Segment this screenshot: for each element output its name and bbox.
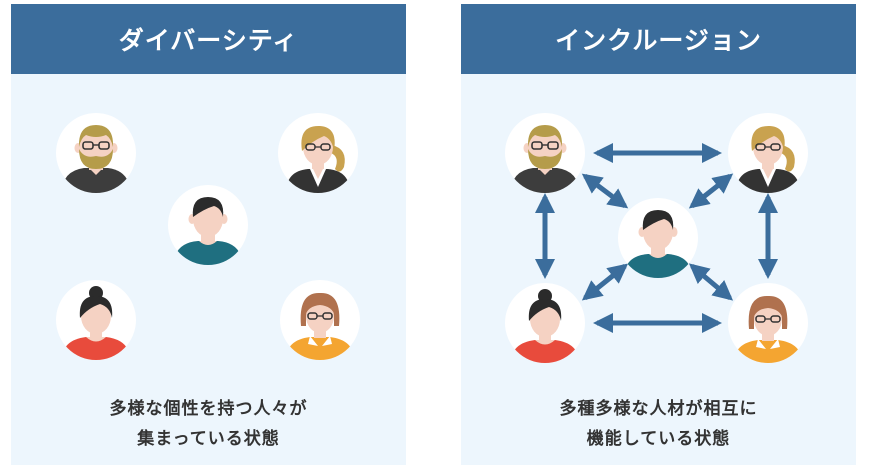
diversity-title: ダイバーシティ [11, 4, 406, 74]
arrow-diag-bottom-left [581, 263, 629, 301]
inclusion-person-center-man-avatar [618, 198, 698, 278]
diversity-caption-line1: 多様な個性を持つ人々が [109, 399, 308, 419]
diversity-person-ponytail-woman-avatar [278, 113, 358, 193]
arrow-diag-top-right [688, 173, 734, 209]
inclusion-person-bearded-man-avatar [505, 113, 585, 193]
inclusion-person-short-hair-woman-avatar [728, 283, 808, 363]
inclusion-arrows [535, 143, 778, 333]
diversity-person-short-hair-woman-avatar [280, 280, 360, 360]
inclusion-caption-line1: 多種多様な人材が相互に [559, 399, 758, 419]
inclusion-person-bun-woman-avatar [505, 283, 585, 363]
diversity-caption-line2: 集まっている状態 [137, 429, 280, 449]
inclusion-title: インクルージョン [461, 4, 856, 74]
arrow-diag-bottom-right [688, 263, 734, 301]
diversity-panel: ダイバーシティ 多様な個性を持つ人々が 集まっている状態 [11, 4, 406, 465]
diversity-person-bearded-man-avatar [56, 113, 136, 193]
inclusion-caption-line2: 機能している状態 [586, 429, 731, 449]
inclusion-person-ponytail-woman-avatar [728, 113, 808, 193]
arrow-diag-top-left [581, 173, 629, 209]
diversity-person-bun-woman-avatar [56, 280, 136, 360]
diversity-person-center-man-avatar [168, 185, 248, 265]
